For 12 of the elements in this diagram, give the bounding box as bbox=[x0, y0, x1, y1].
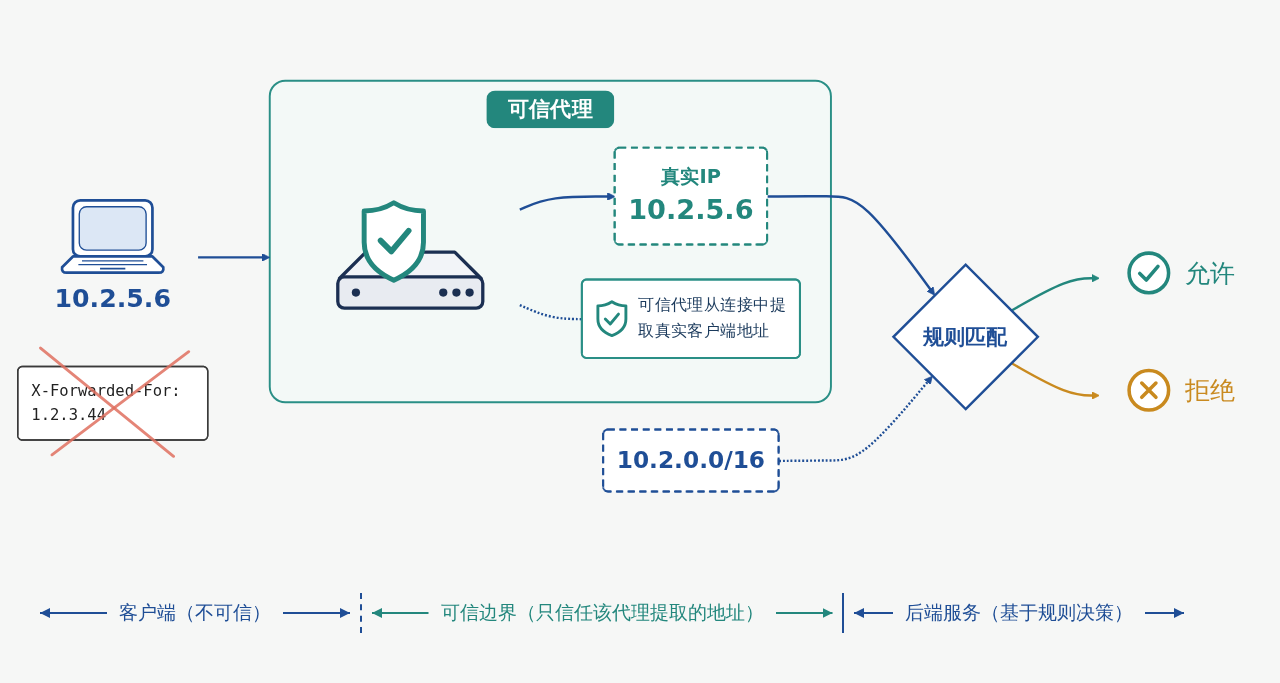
arrow bbox=[779, 375, 933, 463]
zone-label: 后端服务（基于规则决策） bbox=[905, 600, 1133, 625]
node-label: 允许 bbox=[1184, 257, 1236, 287]
node-diamond: 规则匹配 bbox=[891, 262, 1040, 411]
node-label: 拒绝 bbox=[1184, 375, 1236, 405]
zone-label: 可信边界（只信任该代理提取的地址） bbox=[440, 600, 764, 625]
arrow bbox=[1010, 273, 1100, 312]
zone-label: 客户端（不可信） bbox=[119, 600, 271, 625]
arrow bbox=[767, 194, 935, 296]
arrow bbox=[198, 253, 271, 262]
node-label: 10.2.5.6 bbox=[54, 283, 171, 314]
arrow bbox=[1010, 361, 1100, 400]
